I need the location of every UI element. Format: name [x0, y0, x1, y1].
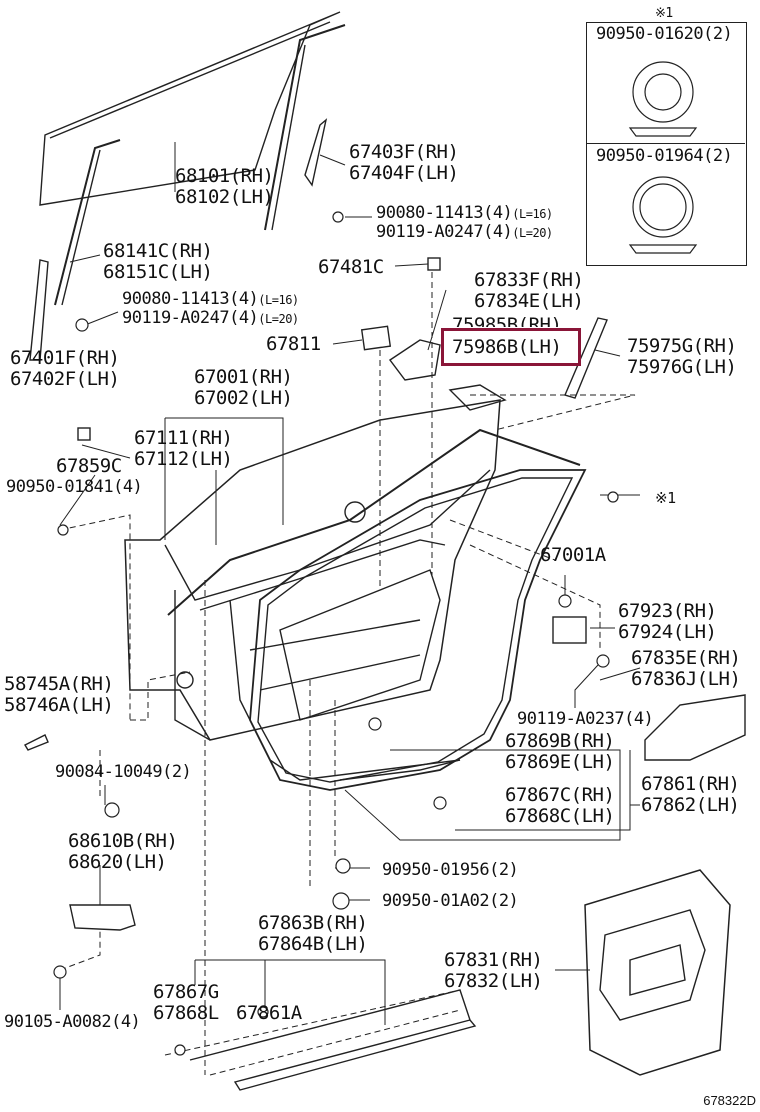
- label-90084-10049[interactable]: 90084-10049(2): [55, 762, 192, 782]
- label-58745-rh[interactable]: 58745A(RH): [4, 673, 114, 695]
- label-seal-67111-lh[interactable]: 67112(LH): [134, 448, 233, 470]
- label-67867-rh[interactable]: 67867C(RH): [505, 784, 615, 806]
- label-garnish-lh[interactable]: 75976G(LH): [627, 356, 737, 378]
- label-58745-lh[interactable]: 58746A(LH): [4, 694, 114, 716]
- label-67859c[interactable]: 67859C: [56, 455, 122, 477]
- label-90950-01a02[interactable]: 90950-01A02(2): [382, 891, 519, 911]
- label-67831-rh[interactable]: 67831(RH): [444, 949, 543, 971]
- label-panel-rh[interactable]: 67001(RH): [194, 366, 293, 388]
- label-panel-lh[interactable]: 67002(LH): [194, 387, 293, 409]
- door-hinge: [69, 904, 136, 931]
- label-glass-rh[interactable]: 68101(RH): [175, 165, 274, 187]
- label-67863-lh[interactable]: 67864B(LH): [258, 933, 368, 955]
- inset-part-b: 90950-01964(2): [596, 146, 733, 166]
- label-channel-lower-lh[interactable]: 68151C(LH): [103, 261, 213, 283]
- label-67923-lh[interactable]: 67924(LH): [618, 621, 717, 643]
- label-67869-rh[interactable]: 67869B(RH): [505, 730, 615, 752]
- label-67831-lh[interactable]: 67832(LH): [444, 970, 543, 992]
- grommet-icon: [632, 61, 694, 123]
- handle-cover: [388, 339, 441, 381]
- door-trim: [584, 869, 731, 1076]
- inset-note: ※1: [655, 6, 673, 21]
- label-seal-67111-rh[interactable]: 67111(RH): [134, 427, 233, 449]
- label-67835-lh[interactable]: 67836J(LH): [631, 668, 741, 690]
- label-67861-rh[interactable]: 67861(RH): [641, 773, 740, 795]
- label-channel-lower-rh[interactable]: 68141C(RH): [103, 240, 213, 262]
- label-90119-a0237[interactable]: 90119-A0237(4): [517, 709, 654, 729]
- plug-icon: [632, 176, 694, 238]
- label-75985b[interactable]: 75985B(RH): [452, 314, 562, 336]
- label-lower-bolt-2[interactable]: 90119-A0247(4)(L=20): [122, 308, 299, 328]
- lower-strip: [233, 1019, 477, 1091]
- clip-icon: [332, 211, 344, 223]
- inset-divider: [586, 143, 745, 144]
- label-67811[interactable]: 67811: [266, 333, 321, 355]
- label-67861-lh[interactable]: 67862(LH): [641, 794, 740, 816]
- label-67833-rh[interactable]: 67833F(RH): [474, 269, 584, 291]
- seal-67835: [644, 694, 746, 761]
- door-glass: [39, 11, 341, 206]
- bracket-67923: [552, 616, 587, 644]
- label-67861a[interactable]: 67861A: [236, 1002, 302, 1024]
- label-mark-x1: ※1: [655, 489, 676, 507]
- label-lower-channel-rh[interactable]: 67401F(RH): [10, 347, 120, 369]
- label-90950-01841[interactable]: 90950-01841(4): [6, 477, 143, 497]
- inset-box: [586, 22, 747, 266]
- division-bar: [29, 259, 49, 361]
- label-run-bolt-2[interactable]: 90119-A0247(4)(L=20): [376, 222, 553, 242]
- belt-moulding: [448, 384, 507, 411]
- highlight-box: [441, 328, 581, 366]
- label-67867g[interactable]: 67867G: [153, 981, 219, 1003]
- run-channel: [304, 118, 328, 187]
- inset-part-a: 90950-01620(2): [596, 24, 733, 44]
- label-hinge-rh[interactable]: 68610B(RH): [68, 830, 178, 852]
- label-hinge-lh[interactable]: 68620(LH): [68, 851, 167, 873]
- label-67863-rh[interactable]: 67863B(RH): [258, 912, 368, 934]
- label-90105-a0082[interactable]: 90105-A0082(4): [4, 1012, 141, 1032]
- label-garnish-rh[interactable]: 75975G(RH): [627, 335, 737, 357]
- label-run-channel-lh[interactable]: 67404F(LH): [349, 162, 459, 184]
- label-90950-01956[interactable]: 90950-01956(2): [382, 860, 519, 880]
- diagram-reference: 678322D: [703, 1093, 756, 1108]
- label-67001a[interactable]: 67001A: [540, 544, 606, 566]
- door-weatherstrip: [249, 469, 587, 791]
- label-67481c[interactable]: 67481C: [318, 256, 384, 278]
- label-67833-lh[interactable]: 67834E(LH): [474, 290, 584, 312]
- mirror-garnish: [564, 317, 608, 399]
- front-lower-channel: [54, 139, 121, 306]
- label-67835-rh[interactable]: 67835E(RH): [631, 647, 741, 669]
- label-67868l[interactable]: 67868L: [153, 1002, 219, 1024]
- label-67869-lh[interactable]: 67869E(LH): [505, 751, 615, 773]
- label-glass-lh[interactable]: 68102(LH): [175, 186, 274, 208]
- door-panel-outline: [124, 399, 501, 741]
- label-67923-rh[interactable]: 67923(RH): [618, 600, 717, 622]
- label-67867-lh[interactable]: 67868C(LH): [505, 805, 615, 827]
- label-run-channel-rh[interactable]: 67403F(RH): [349, 141, 459, 163]
- label-lower-channel-lh[interactable]: 67402F(LH): [10, 368, 120, 390]
- label-lower-bolt-1[interactable]: 90080-11413(4)(L=16): [122, 289, 299, 309]
- label-run-bolt-1[interactable]: 90080-11413(4)(L=16): [376, 203, 553, 223]
- pad-67811: [360, 325, 392, 351]
- label-75986b[interactable]: 75986B(LH): [452, 336, 562, 358]
